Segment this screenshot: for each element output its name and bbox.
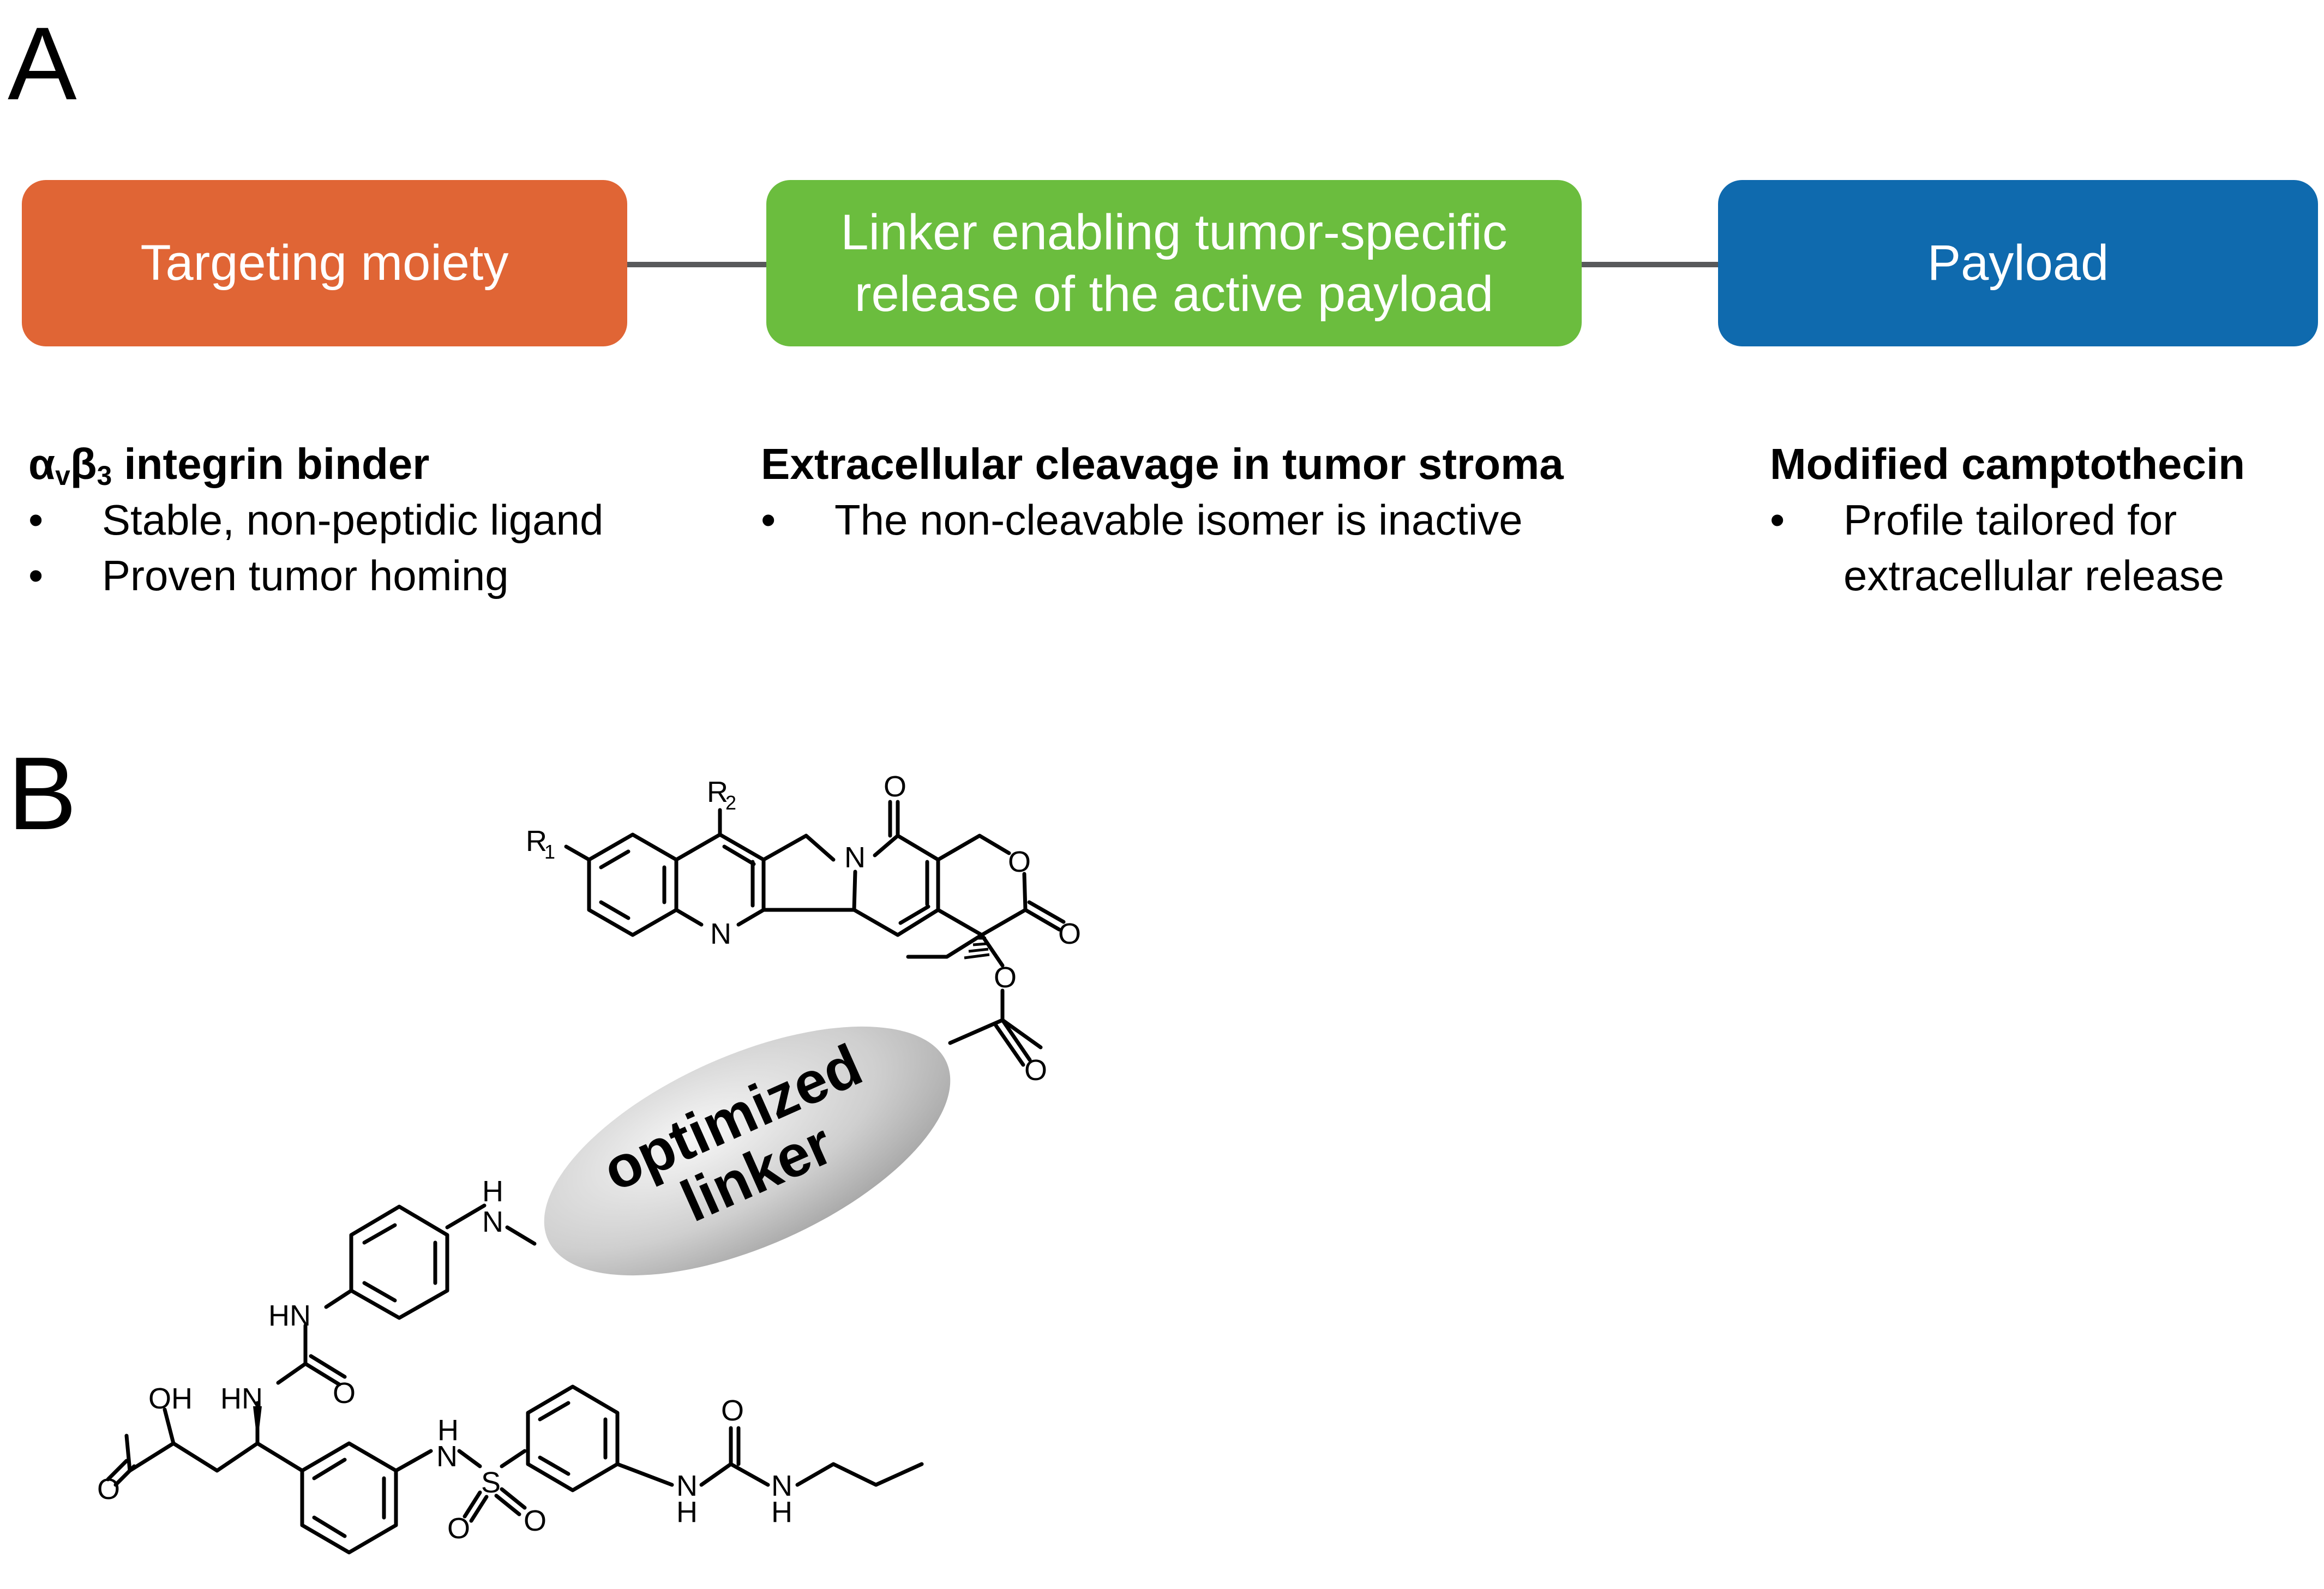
list-item: •The non-cleavable isomer is inactive (761, 496, 1523, 544)
svg-text:H: H (437, 1414, 459, 1447)
list-item: •Stable, non-peptidic ligand (28, 496, 604, 544)
svg-text:O: O (721, 1394, 744, 1427)
payload-features: Modified camptothecin •Profile tailored … (1770, 436, 2315, 603)
svg-text:O: O (97, 1473, 120, 1506)
linker-ellipse (544, 1026, 951, 1276)
panel-label-a: A (8, 6, 77, 122)
svg-text:O: O (524, 1504, 547, 1537)
svg-text:H: H (482, 1175, 503, 1208)
svg-text:O: O (1058, 918, 1081, 950)
connector-line (1582, 262, 1718, 267)
svg-text:HN: HN (268, 1299, 311, 1332)
linker-label: Linker enabling tumor-specific release o… (840, 202, 1507, 324)
linker-bullet-list: •The non-cleavable isomer is inactive (761, 492, 1688, 548)
targeting-heading: αvβ3 integrin binder (28, 440, 430, 491)
svg-text:N: N (676, 1470, 698, 1502)
svg-text:O: O (994, 961, 1017, 994)
payload-bullet-list: •Profile tailored for extracellular rele… (1770, 492, 2315, 603)
targeting-bullet-list: •Stable, non-peptidic ligand •Proven tum… (28, 492, 710, 603)
linker-label-line2: release of the active payload (854, 266, 1494, 322)
svg-text:N: N (710, 918, 731, 950)
connector-line (627, 262, 766, 267)
svg-text:O: O (1024, 1054, 1047, 1087)
svg-text:O: O (884, 770, 906, 803)
svg-text:R: R (526, 825, 547, 858)
camptothecin-core (564, 800, 1066, 1067)
targeting-moiety-label: Targeting moiety (140, 235, 509, 291)
atom-labels-ligand: H N HN O HN OH O H N S O O N H O N H (97, 1175, 792, 1545)
stereo-wedge (253, 1406, 262, 1443)
svg-text:O: O (1008, 846, 1031, 878)
targeting-features: αvβ3 integrin binder •Stable, non-peptid… (28, 436, 710, 603)
svg-text:O: O (333, 1377, 356, 1410)
svg-text:S: S (481, 1466, 501, 1499)
payload-box: Payload (1718, 180, 2318, 346)
svg-text:O: O (447, 1512, 470, 1545)
svg-text:R: R (707, 776, 728, 808)
linker-features: Extracellular cleavage in tumor stroma •… (761, 436, 1688, 548)
targeting-moiety-box: Targeting moiety (22, 180, 627, 346)
svg-text:1: 1 (544, 841, 555, 863)
payload-heading: Modified camptothecin (1770, 440, 2245, 488)
list-item: •Profile tailored for extracellular rele… (1770, 496, 2225, 599)
panel-label-b: B (8, 736, 77, 852)
payload-label: Payload (1927, 235, 2109, 291)
list-item: •Proven tumor homing (28, 551, 509, 599)
svg-text:2: 2 (725, 791, 736, 814)
atom-labels-camptothecin: R 1 R 2 N N O O O O O (526, 770, 1081, 1087)
integrin-ligand (106, 1203, 924, 1555)
linker-label-line1: Linker enabling tumor-specific (840, 205, 1508, 261)
svg-text:H: H (771, 1496, 792, 1528)
stereo-hash (964, 937, 990, 960)
svg-text:HN: HN (220, 1382, 263, 1415)
svg-text:N: N (482, 1206, 503, 1238)
chemical-structure: R 1 R 2 N N O O O O O optimized linker (97, 770, 1081, 1555)
linker-heading: Extracellular cleavage in tumor stroma (761, 440, 1564, 488)
svg-text:N: N (436, 1440, 458, 1473)
svg-text:H: H (676, 1496, 698, 1528)
svg-text:N: N (771, 1470, 792, 1502)
svg-text:OH: OH (148, 1382, 193, 1415)
linker-box: Linker enabling tumor-specific release o… (766, 180, 1582, 346)
svg-text:N: N (844, 841, 866, 874)
